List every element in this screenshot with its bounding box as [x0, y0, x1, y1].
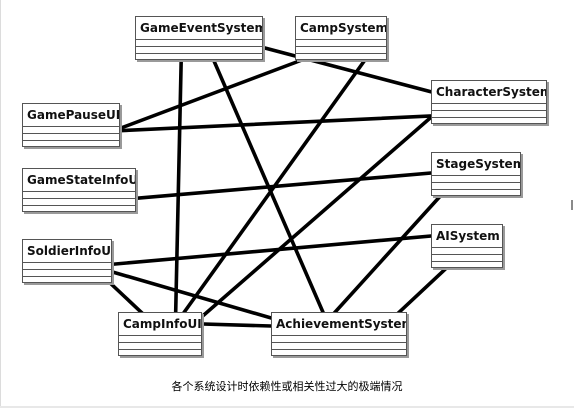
class-compartment	[432, 111, 546, 118]
diagram-caption: 各个系统设计时依赖性或相关性过大的极端情况	[171, 380, 403, 393]
class-compartment	[119, 350, 201, 356]
class-name: CampSystem	[296, 17, 386, 40]
class-compartment	[432, 248, 502, 255]
class-box-gamestateinfoui[interactable]: GameStateInfoUI	[22, 168, 136, 212]
dependency-line-charactersystem-campinfoui	[180, 97, 454, 336]
class-name: GamePauseUI	[23, 104, 119, 127]
class-compartment	[23, 263, 111, 270]
class-compartment	[23, 277, 111, 283]
class-box-achievementsystem[interactable]: AchievementSystem	[271, 312, 407, 356]
class-compartment	[23, 270, 111, 277]
class-compartment	[136, 40, 262, 47]
class-box-charactersystem[interactable]: CharacterSystem	[431, 80, 547, 124]
class-compartment	[432, 190, 520, 196]
class-compartment	[296, 47, 386, 54]
dependency-line-gameeventsystem-achievementsystem	[199, 29, 334, 335]
class-compartment	[23, 192, 135, 199]
scrollbar-marker[interactable]	[571, 200, 573, 210]
dependency-line-soldierinfoui-aisystem	[102, 231, 467, 267]
class-box-gameeventsystem[interactable]: GameEventSystem	[135, 16, 263, 60]
class-compartment	[432, 255, 502, 262]
class-compartment	[432, 262, 502, 268]
class-compartment	[296, 54, 386, 60]
class-compartment	[23, 206, 135, 212]
class-compartment	[23, 141, 119, 147]
class-name: CampInfoUI	[119, 313, 201, 336]
class-name: GameEventSystem	[136, 17, 262, 40]
class-name: AISystem	[432, 225, 502, 248]
class-compartment	[136, 54, 262, 60]
class-compartment	[119, 336, 201, 343]
dependency-line-gamestateinfoui-stagesystem	[103, 168, 468, 203]
class-box-stagesystem[interactable]: StageSystem	[431, 152, 521, 196]
class-compartment	[432, 118, 546, 124]
class-name: SoldierInfoUI	[23, 240, 111, 263]
class-compartment	[23, 199, 135, 206]
class-name: GameStateInfoUI	[23, 169, 135, 192]
class-compartment	[23, 134, 119, 141]
class-name: AchievementSystem	[272, 313, 406, 336]
class-box-aisystem[interactable]: AISystem	[431, 224, 503, 268]
class-compartment	[432, 183, 520, 190]
class-compartment	[272, 350, 406, 356]
bottom-edge-divider	[0, 406, 574, 408]
class-name: StageSystem	[432, 153, 520, 176]
class-compartment	[23, 127, 119, 134]
dependency-line-gameeventsystem-campinfoui	[173, 21, 184, 346]
class-compartment	[136, 47, 262, 54]
class-compartment	[272, 343, 406, 350]
class-box-campinfoui[interactable]: CampInfoUI	[118, 312, 202, 356]
class-compartment	[432, 104, 546, 111]
class-box-gamepauseui[interactable]: GamePauseUI	[22, 103, 120, 147]
left-edge-divider	[0, 0, 1, 408]
class-box-campsystem[interactable]: CampSystem	[295, 16, 387, 60]
class-compartment	[119, 343, 201, 350]
class-compartment	[272, 336, 406, 343]
class-compartment	[296, 40, 386, 47]
class-compartment	[432, 176, 520, 183]
dependency-line-stagesystem-achievementsystem	[316, 169, 465, 333]
class-name: CharacterSystem	[432, 81, 546, 104]
class-box-soldierinfoui[interactable]: SoldierInfoUI	[22, 239, 112, 283]
